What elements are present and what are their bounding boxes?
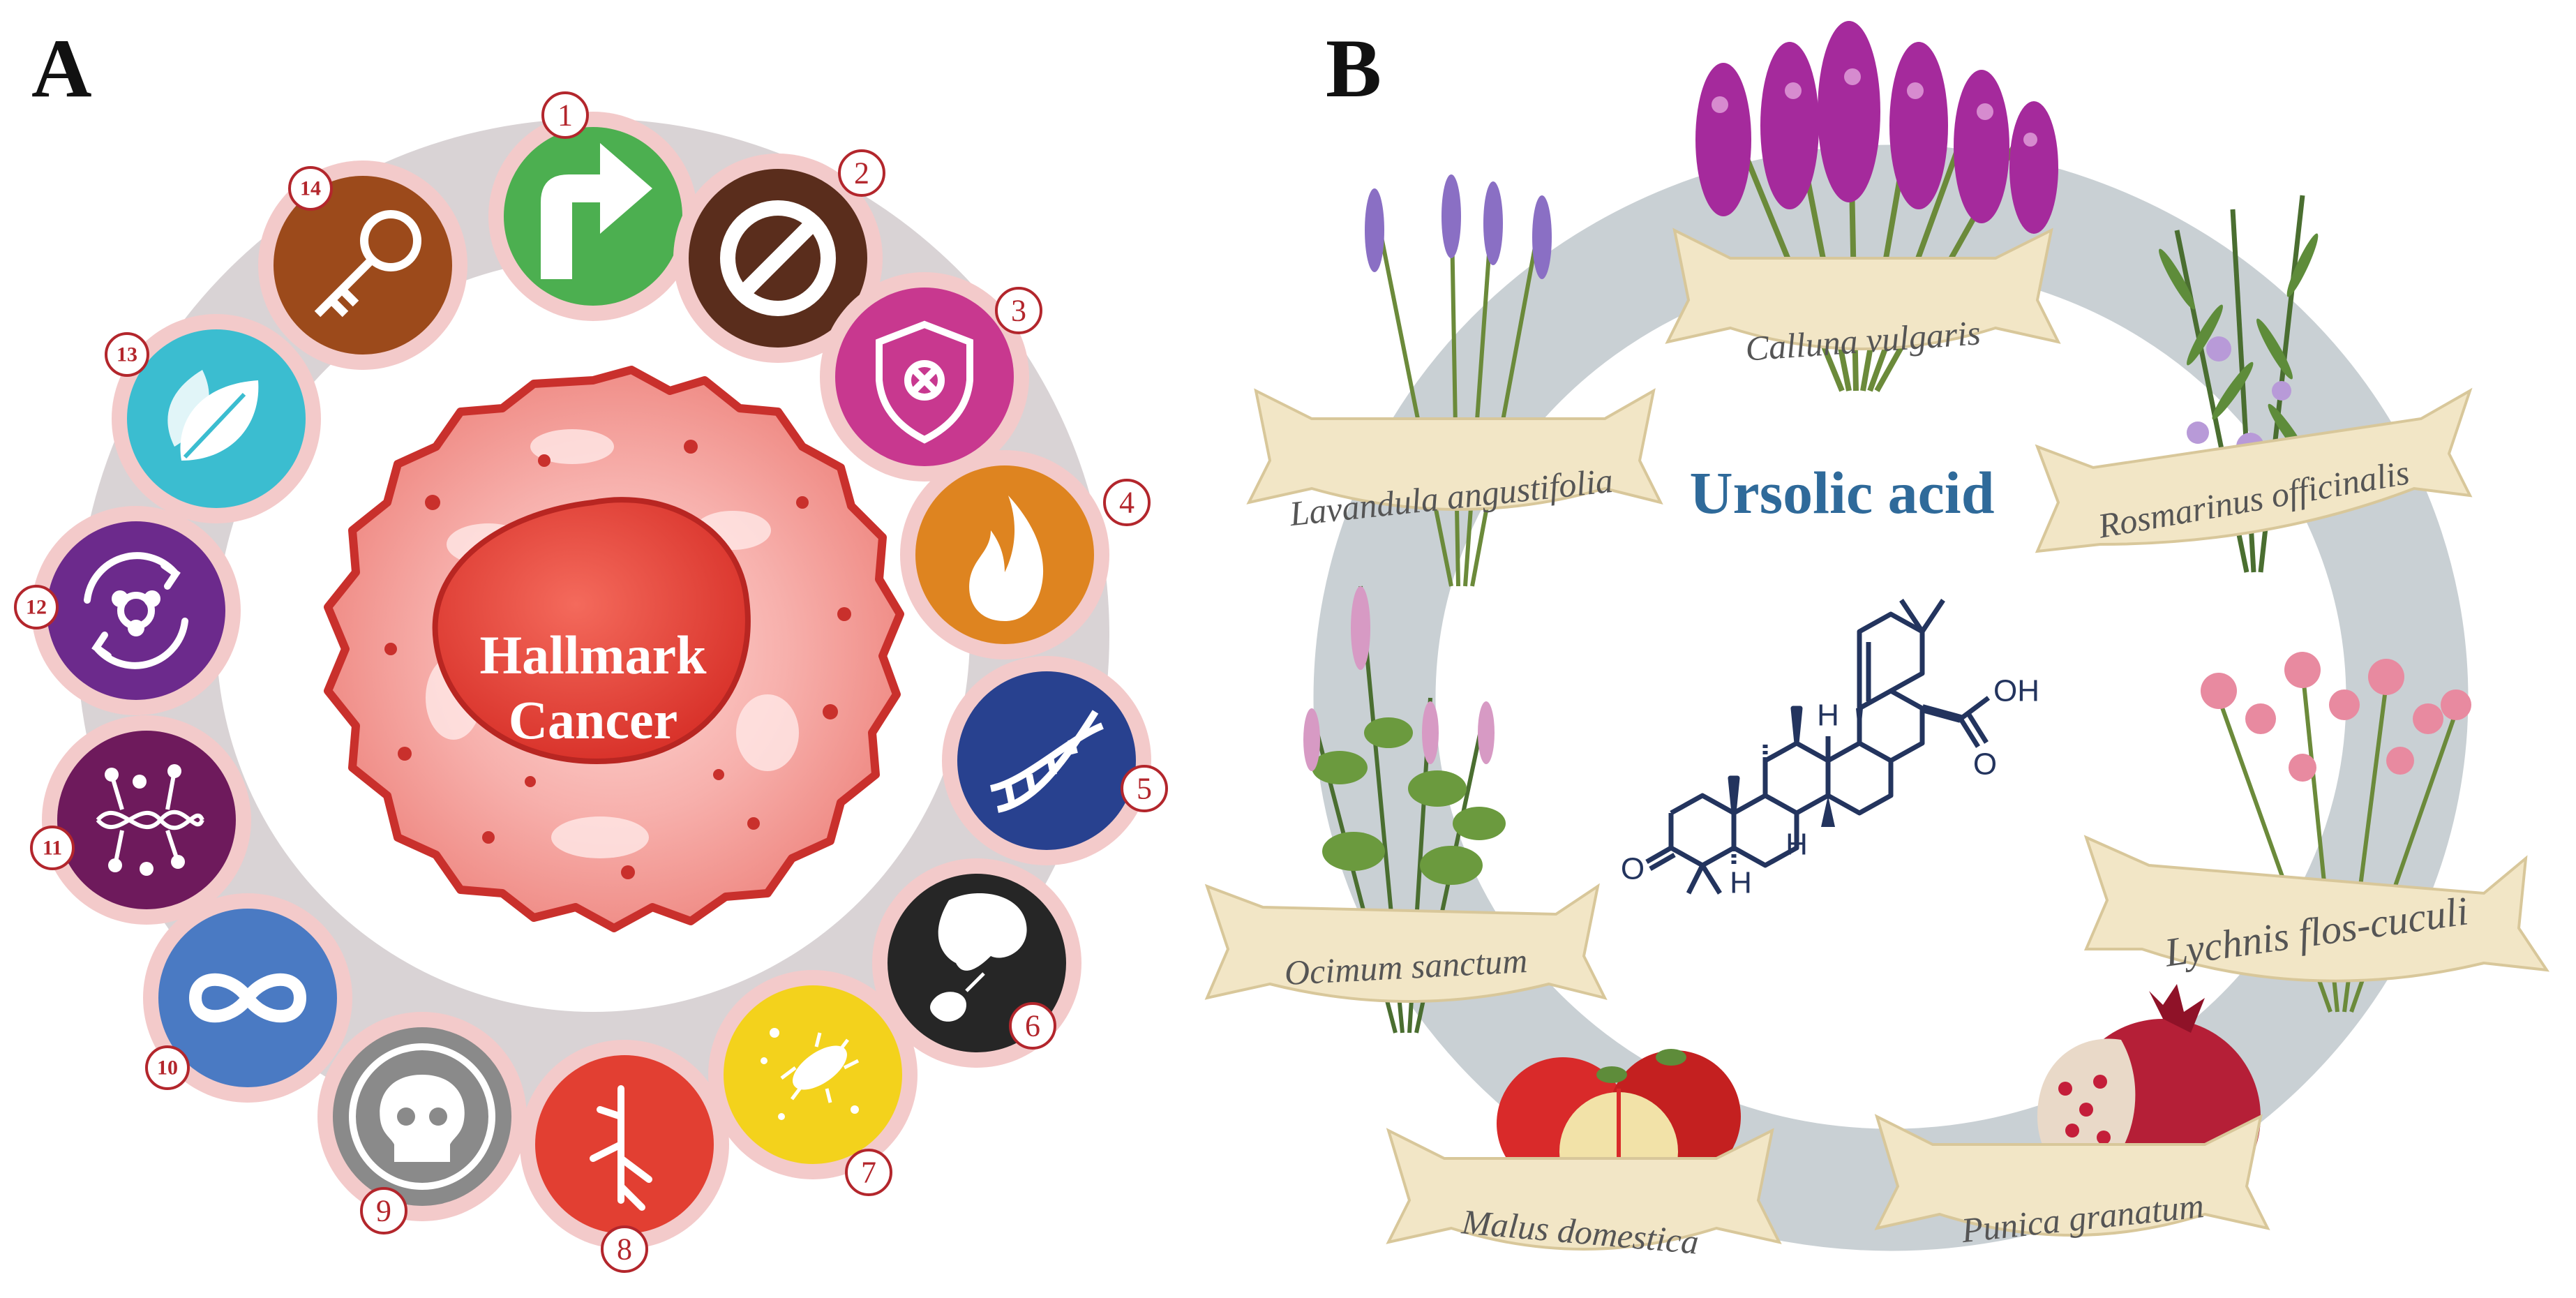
hallmark-number-2: 2 (854, 156, 869, 191)
hallmark-badges: 1 2 (14, 91, 1168, 1273)
hallmark-badge-3: 3 (820, 272, 1042, 482)
banner-calluna (1665, 227, 2061, 350)
banner-lavandula (1246, 388, 1663, 511)
epigenetic-dna-icon (96, 764, 204, 876)
shield-icon (876, 320, 973, 444)
hallmark-number-8: 8 (617, 1232, 632, 1267)
panel-b: B Ursolic acid (1204, 21, 2550, 1262)
cycle-arrows-icon (84, 552, 188, 669)
panel-a: A (14, 22, 1168, 1273)
microbe-icon (761, 1028, 860, 1120)
plant-punica: Punica granatum (1874, 984, 2270, 1250)
hallmark-number-11: 11 (43, 837, 62, 860)
dna-icon (989, 710, 1104, 813)
leaves-icon (167, 370, 259, 461)
banner-malus (1386, 1128, 1782, 1251)
nucleus (432, 497, 751, 764)
hallmark-badge-7: 7 (708, 970, 918, 1196)
plant-rosmarinus: Rosmarinus officinalis (2035, 195, 2473, 573)
hallmark-badge-14: 14 (258, 161, 467, 370)
no-entry-icon (720, 200, 836, 316)
banner-lychnis (2083, 835, 2550, 983)
infinity-icon (188, 973, 307, 1023)
hallmark-badge-6: 6 (872, 858, 1081, 1068)
atom-oh: OH (1993, 674, 2039, 708)
plant-ring (1313, 144, 2469, 1251)
hallmark-badge-8: 8 (520, 1040, 729, 1273)
hallmark-number-9: 9 (376, 1194, 391, 1228)
hallmark-badge-2: 2 (673, 149, 885, 363)
hallmark-badge-4: 4 (900, 450, 1151, 659)
banner-punica (1874, 1114, 2270, 1237)
plant-lychnis: Lychnis flos-cuculi (2083, 652, 2550, 1013)
hallmark-number-1: 1 (557, 98, 573, 133)
banner-rosmarinus (2035, 387, 2473, 553)
center-label-line-2: Cancer (509, 689, 678, 750)
panel-a-label: A (31, 22, 92, 114)
molecule-atom-labels: H H H OH O O (1621, 674, 2039, 900)
metastasis-icon (930, 893, 1027, 1022)
center-label-line-1: Hallmark (480, 625, 707, 685)
hallmark-number-7: 7 (861, 1156, 876, 1190)
hallmark-badge-5: 5 (942, 656, 1168, 865)
plant-calluna: Calluna vulgaris (1665, 21, 2061, 392)
hallmark-number-6: 6 (1025, 1009, 1040, 1043)
hallmark-number-14: 14 (300, 177, 321, 200)
atom-h-3: H (1730, 866, 1752, 900)
hallmark-badge-10: 10 (143, 893, 352, 1103)
ursolic-acid-title: Ursolic acid (1689, 459, 1994, 526)
hallmark-badge-12: 12 (14, 506, 241, 715)
cancer-cell: Hallmark Cancer (324, 366, 904, 932)
skull-icon (349, 1043, 495, 1190)
blood-vessel-icon (590, 1085, 652, 1211)
atom-h-1: H (1817, 699, 1839, 733)
hallmark-number-4: 4 (1119, 486, 1135, 520)
hallmark-badge-11: 11 (30, 715, 251, 925)
atom-o-ketone: O (1621, 852, 1645, 886)
ursolic-acid-structure (1645, 599, 1991, 895)
hallmark-number-10: 10 (157, 1057, 178, 1080)
hallmark-badge-13: 13 (105, 314, 321, 523)
hallmark-number-12: 12 (26, 596, 47, 619)
key-icon (314, 210, 421, 318)
plant-ocimum: Ocimum sanctum (1204, 585, 1608, 1034)
turn-right-arrow-icon (541, 143, 652, 279)
hallmark-badge-9: 9 (317, 1012, 527, 1234)
hallmark-number-13: 13 (117, 343, 137, 366)
banner-ocimum (1204, 883, 1608, 1003)
atom-o-carbonyl: O (1973, 747, 1997, 782)
hallmark-number-3: 3 (1011, 294, 1026, 328)
flame-icon (969, 495, 1044, 621)
hallmark-number-5: 5 (1137, 772, 1152, 806)
panel-b-label: B (1326, 22, 1381, 114)
plant-malus: Malus domestica (1386, 1049, 1782, 1262)
hallmark-badge-1: 1 (488, 91, 698, 321)
atom-h-2: H (1785, 828, 1808, 862)
